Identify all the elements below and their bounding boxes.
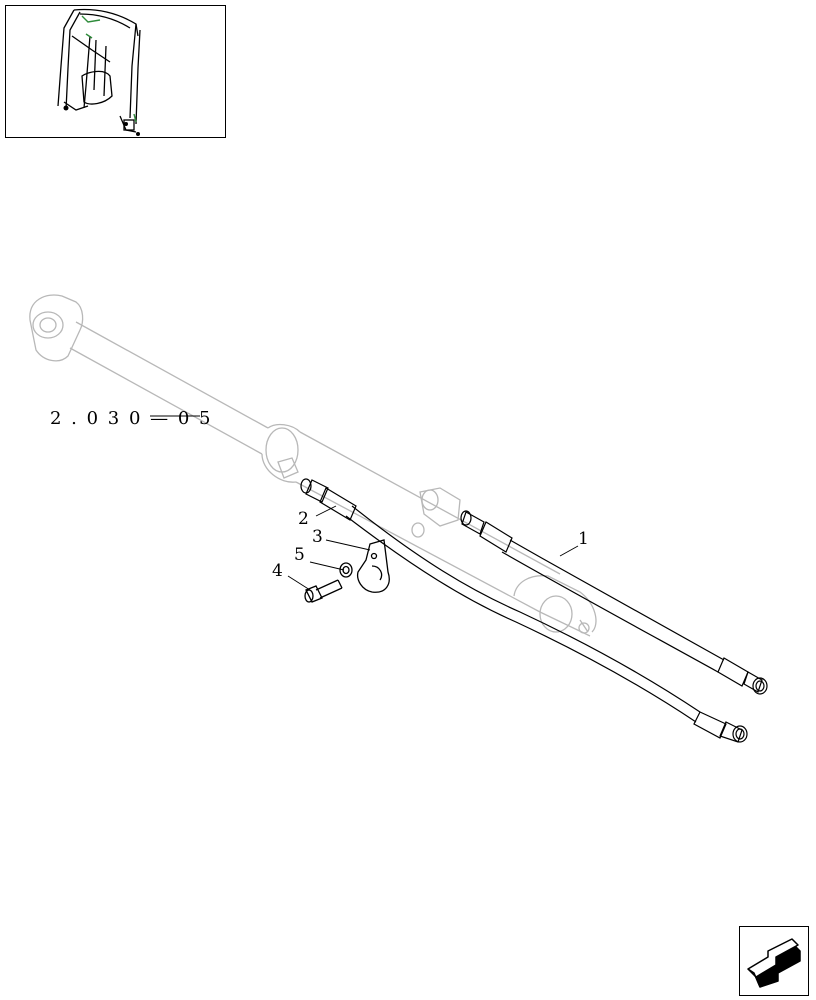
leader-lines — [150, 415, 579, 591]
hose-clamp[interactable] — [356, 539, 390, 593]
callout-4: 4 — [272, 561, 283, 581]
callout-3: 3 — [312, 527, 323, 547]
callout-1: 1 — [578, 529, 589, 549]
reference-label[interactable]: 2 . 0 3 0 — 0 5 — [50, 408, 213, 429]
washer[interactable] — [339, 562, 353, 578]
machine-overview-icon — [57, 8, 141, 136]
callout-5: 5 — [294, 545, 305, 565]
callout-2: 2 — [298, 509, 309, 529]
bolt[interactable] — [304, 579, 343, 603]
previous-page-button[interactable] — [739, 926, 809, 996]
machine-overview-thumbnail[interactable] — [5, 5, 226, 138]
boom-cylinder-ghost — [29, 294, 597, 637]
hose-2[interactable] — [300, 478, 748, 743]
previous-page-arrow-icon — [747, 938, 801, 988]
hose-1[interactable] — [460, 510, 768, 695]
